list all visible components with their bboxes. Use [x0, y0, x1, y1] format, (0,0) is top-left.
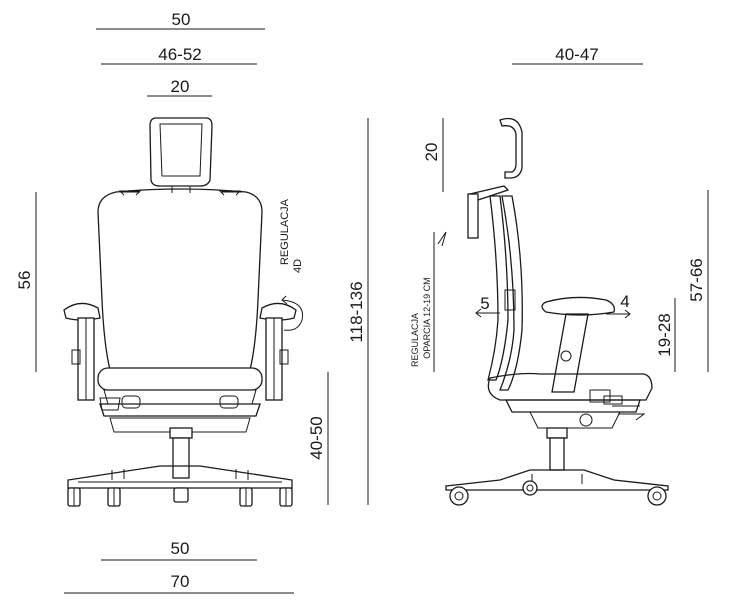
dim-headrest-width: 20 [171, 77, 190, 96]
dim-armrest-height: 19-28 [655, 313, 674, 356]
side-casters [449, 480, 667, 506]
dim-seat-height: 40-50 [307, 416, 326, 459]
dim-seat-depth: 40-47 [555, 45, 598, 64]
dim-backrest-height: 56 [15, 271, 34, 290]
dim-width-top: 50 [172, 10, 191, 29]
dim-arm-back-travel: 5 [480, 294, 489, 313]
armrest-adjust-4d-label: 4D [292, 259, 304, 273]
front-chair [63, 117, 304, 507]
dim-headrest-height: 20 [422, 143, 441, 162]
side-chair [437, 117, 669, 506]
armrest-adjust-label: REGULACJA [279, 198, 291, 265]
dim-seat-width: 46-52 [158, 45, 201, 64]
dim-total-height: 118-136 [347, 281, 366, 342]
front-dimension-lines [35, 28, 369, 594]
dim-side-backrest-height: 57-66 [687, 258, 706, 301]
backrest-adjust-label: REGULACJA [410, 313, 420, 367]
side-dimension-lines [433, 63, 709, 372]
dim-overall-width: 70 [171, 572, 190, 591]
backrest-adjust-range-label: OPARCIA 12-19 CM [422, 277, 432, 358]
dim-arm-front-travel: 4 [620, 292, 629, 311]
dim-base-width: 50 [171, 539, 190, 558]
front-casters [67, 487, 293, 507]
